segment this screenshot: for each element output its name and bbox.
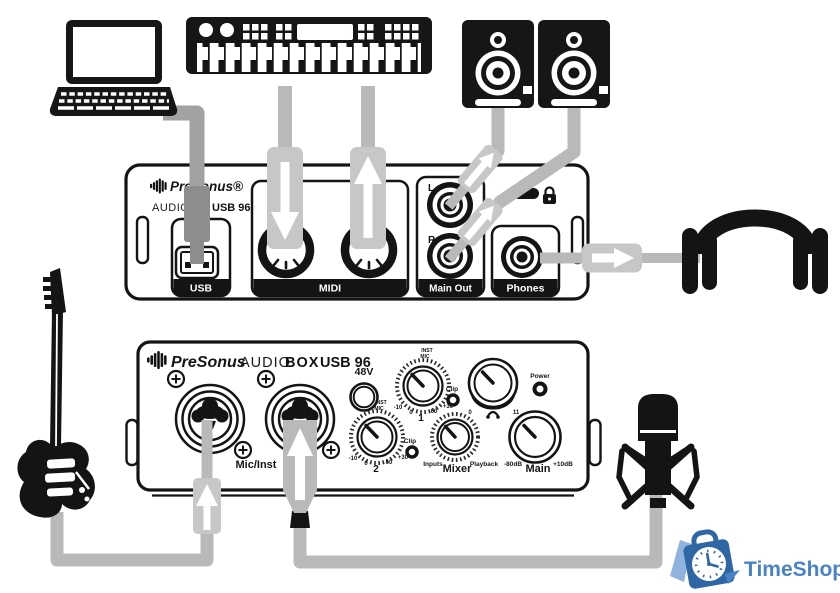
front-panel: PreSonus AUDIO BOX USB 96 [125, 340, 602, 497]
arrow-icon [478, 205, 494, 222]
clip-label-1: Clip [446, 386, 458, 393]
lock-icon [543, 186, 556, 204]
guitar-cable [50, 420, 221, 567]
gain1-max: +30 [443, 404, 454, 410]
channel-1-label: 1 [418, 413, 424, 424]
inst-label-1: INST [421, 348, 432, 354]
mic-cable [283, 420, 663, 569]
main-label: Main [525, 463, 550, 475]
timeshop-bag-icon [683, 529, 735, 589]
gain2-min: -10 [349, 456, 358, 462]
mixer-label: Mixer [443, 463, 472, 475]
front-left-bracket-slot [125, 418, 139, 467]
speaker-cable-left [444, 101, 505, 210]
arrow-up-icon [287, 428, 313, 456]
timeshop-text: TimeShop [744, 558, 840, 581]
condenser-microphone [616, 394, 700, 510]
phones-jack [501, 236, 543, 278]
rear-model-audio: AUDIO [152, 202, 189, 214]
rear-model-usb: USB 96 [212, 202, 251, 214]
inst-label-2: INST [375, 400, 386, 406]
mic-inst-label: Mic/Inst [236, 459, 277, 471]
channel-2-label: 2 [373, 464, 379, 475]
electric-guitar [17, 268, 95, 518]
phantom-power-button: 48V [349, 366, 379, 412]
rear-left-bracket-slot [135, 215, 150, 265]
midi-keyboard [186, 17, 432, 74]
laptop [49, 20, 178, 116]
gain2-max: +30 [398, 455, 409, 461]
gain-knob-1: INST MIC -10 0 60 +30 1 [394, 348, 454, 424]
presonus-logo-front [147, 351, 167, 369]
piano-keys [197, 43, 421, 72]
arrow-icon [478, 152, 494, 169]
main-max-label: +10dB [553, 461, 573, 468]
panel-screws [166, 369, 341, 460]
monitor-speaker-right [538, 20, 610, 108]
clip-led-2: Clip [404, 438, 419, 459]
headphone-glyph-icon [486, 410, 500, 419]
front-brand-text: PreSonus [171, 354, 246, 371]
speaker-cable-right [444, 101, 581, 263]
mixer-playback-label: Playback [470, 461, 499, 468]
gain2-zero: 0 [364, 461, 368, 467]
mixer-inputs-label: Inputs [423, 461, 443, 468]
front-model-box: BOX [285, 355, 319, 371]
mic-label-2: MIC [374, 406, 384, 412]
main-out-left-label: L [428, 183, 434, 194]
main-out-label: Main Out [429, 284, 472, 295]
clip-led-1: Clip [446, 386, 460, 407]
hp-max-label: 11 [513, 410, 520, 416]
usb-label: USB [190, 283, 213, 295]
hp-min-label: 0 [468, 410, 472, 416]
usb-plug [184, 186, 210, 242]
phantom-label: 48V [355, 366, 374, 378]
headphone-cable [540, 243, 700, 273]
midi-cable-out [350, 86, 386, 249]
timeshop-arrow-icon [725, 570, 740, 584]
main-out-right-label: R [428, 235, 436, 246]
power-led: Power [530, 373, 550, 397]
gain1-sixty: 60 [431, 409, 438, 415]
phones-label: Phones [507, 283, 545, 295]
gain-knob-2: INST MIC -10 0 60 +30 2 [349, 400, 409, 475]
arrow-up-icon [354, 156, 382, 184]
gain1-zero: 0 [409, 410, 413, 416]
main-level-knob: -80dB +10dB Main [504, 410, 573, 475]
midi-label: MIDI [319, 283, 341, 295]
midi-cable-in [267, 86, 303, 249]
main-min-label: -80dB [504, 461, 522, 468]
gain2-sixty: 60 [386, 460, 393, 466]
arrow-up-icon [196, 484, 218, 506]
headphones [682, 209, 828, 294]
mixer-knob: Inputs Playback Mixer [423, 412, 499, 475]
arrow-right-icon [614, 248, 634, 268]
mic-label-1: MIC [420, 354, 430, 360]
presonus-logo-rear [150, 178, 167, 194]
front-model-audio: AUDIO [240, 355, 291, 371]
timeshop-watermark: TimeShop [670, 529, 840, 589]
clip-label-2: Clip [404, 438, 416, 445]
arrow-down-icon [271, 212, 299, 240]
cables [50, 86, 700, 569]
headphone-level-knob: 0 11 [467, 357, 520, 419]
combo-input-1 [174, 383, 246, 455]
front-model-usb: USB 96 [320, 355, 371, 371]
power-label: Power [530, 373, 550, 380]
gain1-min: -10 [394, 405, 403, 411]
keyboard-display [297, 24, 353, 40]
monitor-speaker-left [462, 20, 534, 108]
front-right-bracket-slot [588, 418, 602, 467]
phones-section: Phones [490, 224, 561, 298]
